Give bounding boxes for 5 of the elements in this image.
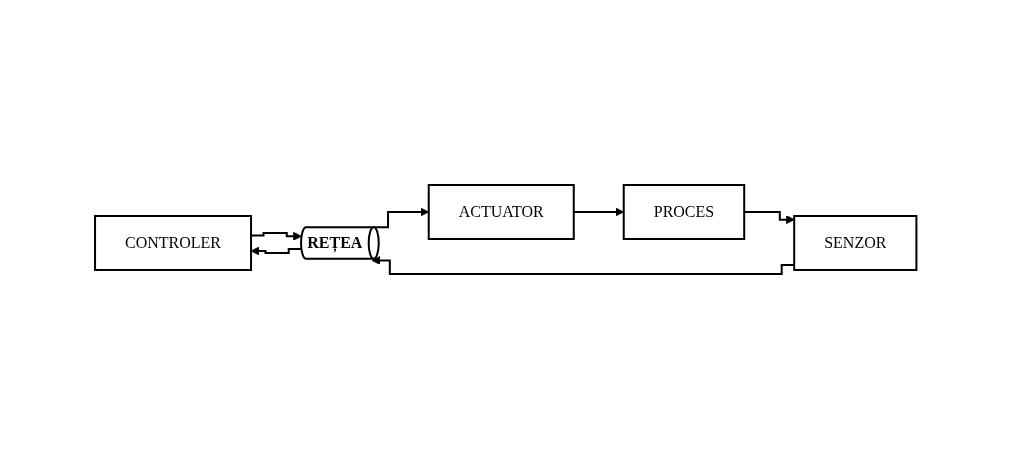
node-box: SENZOR — [793, 215, 918, 271]
node-box: CONTROLER — [94, 215, 253, 271]
node-box: PROCES — [623, 184, 746, 240]
node-box: ACTUATOR — [428, 184, 575, 240]
node-text: REȚEA — [307, 233, 363, 251]
